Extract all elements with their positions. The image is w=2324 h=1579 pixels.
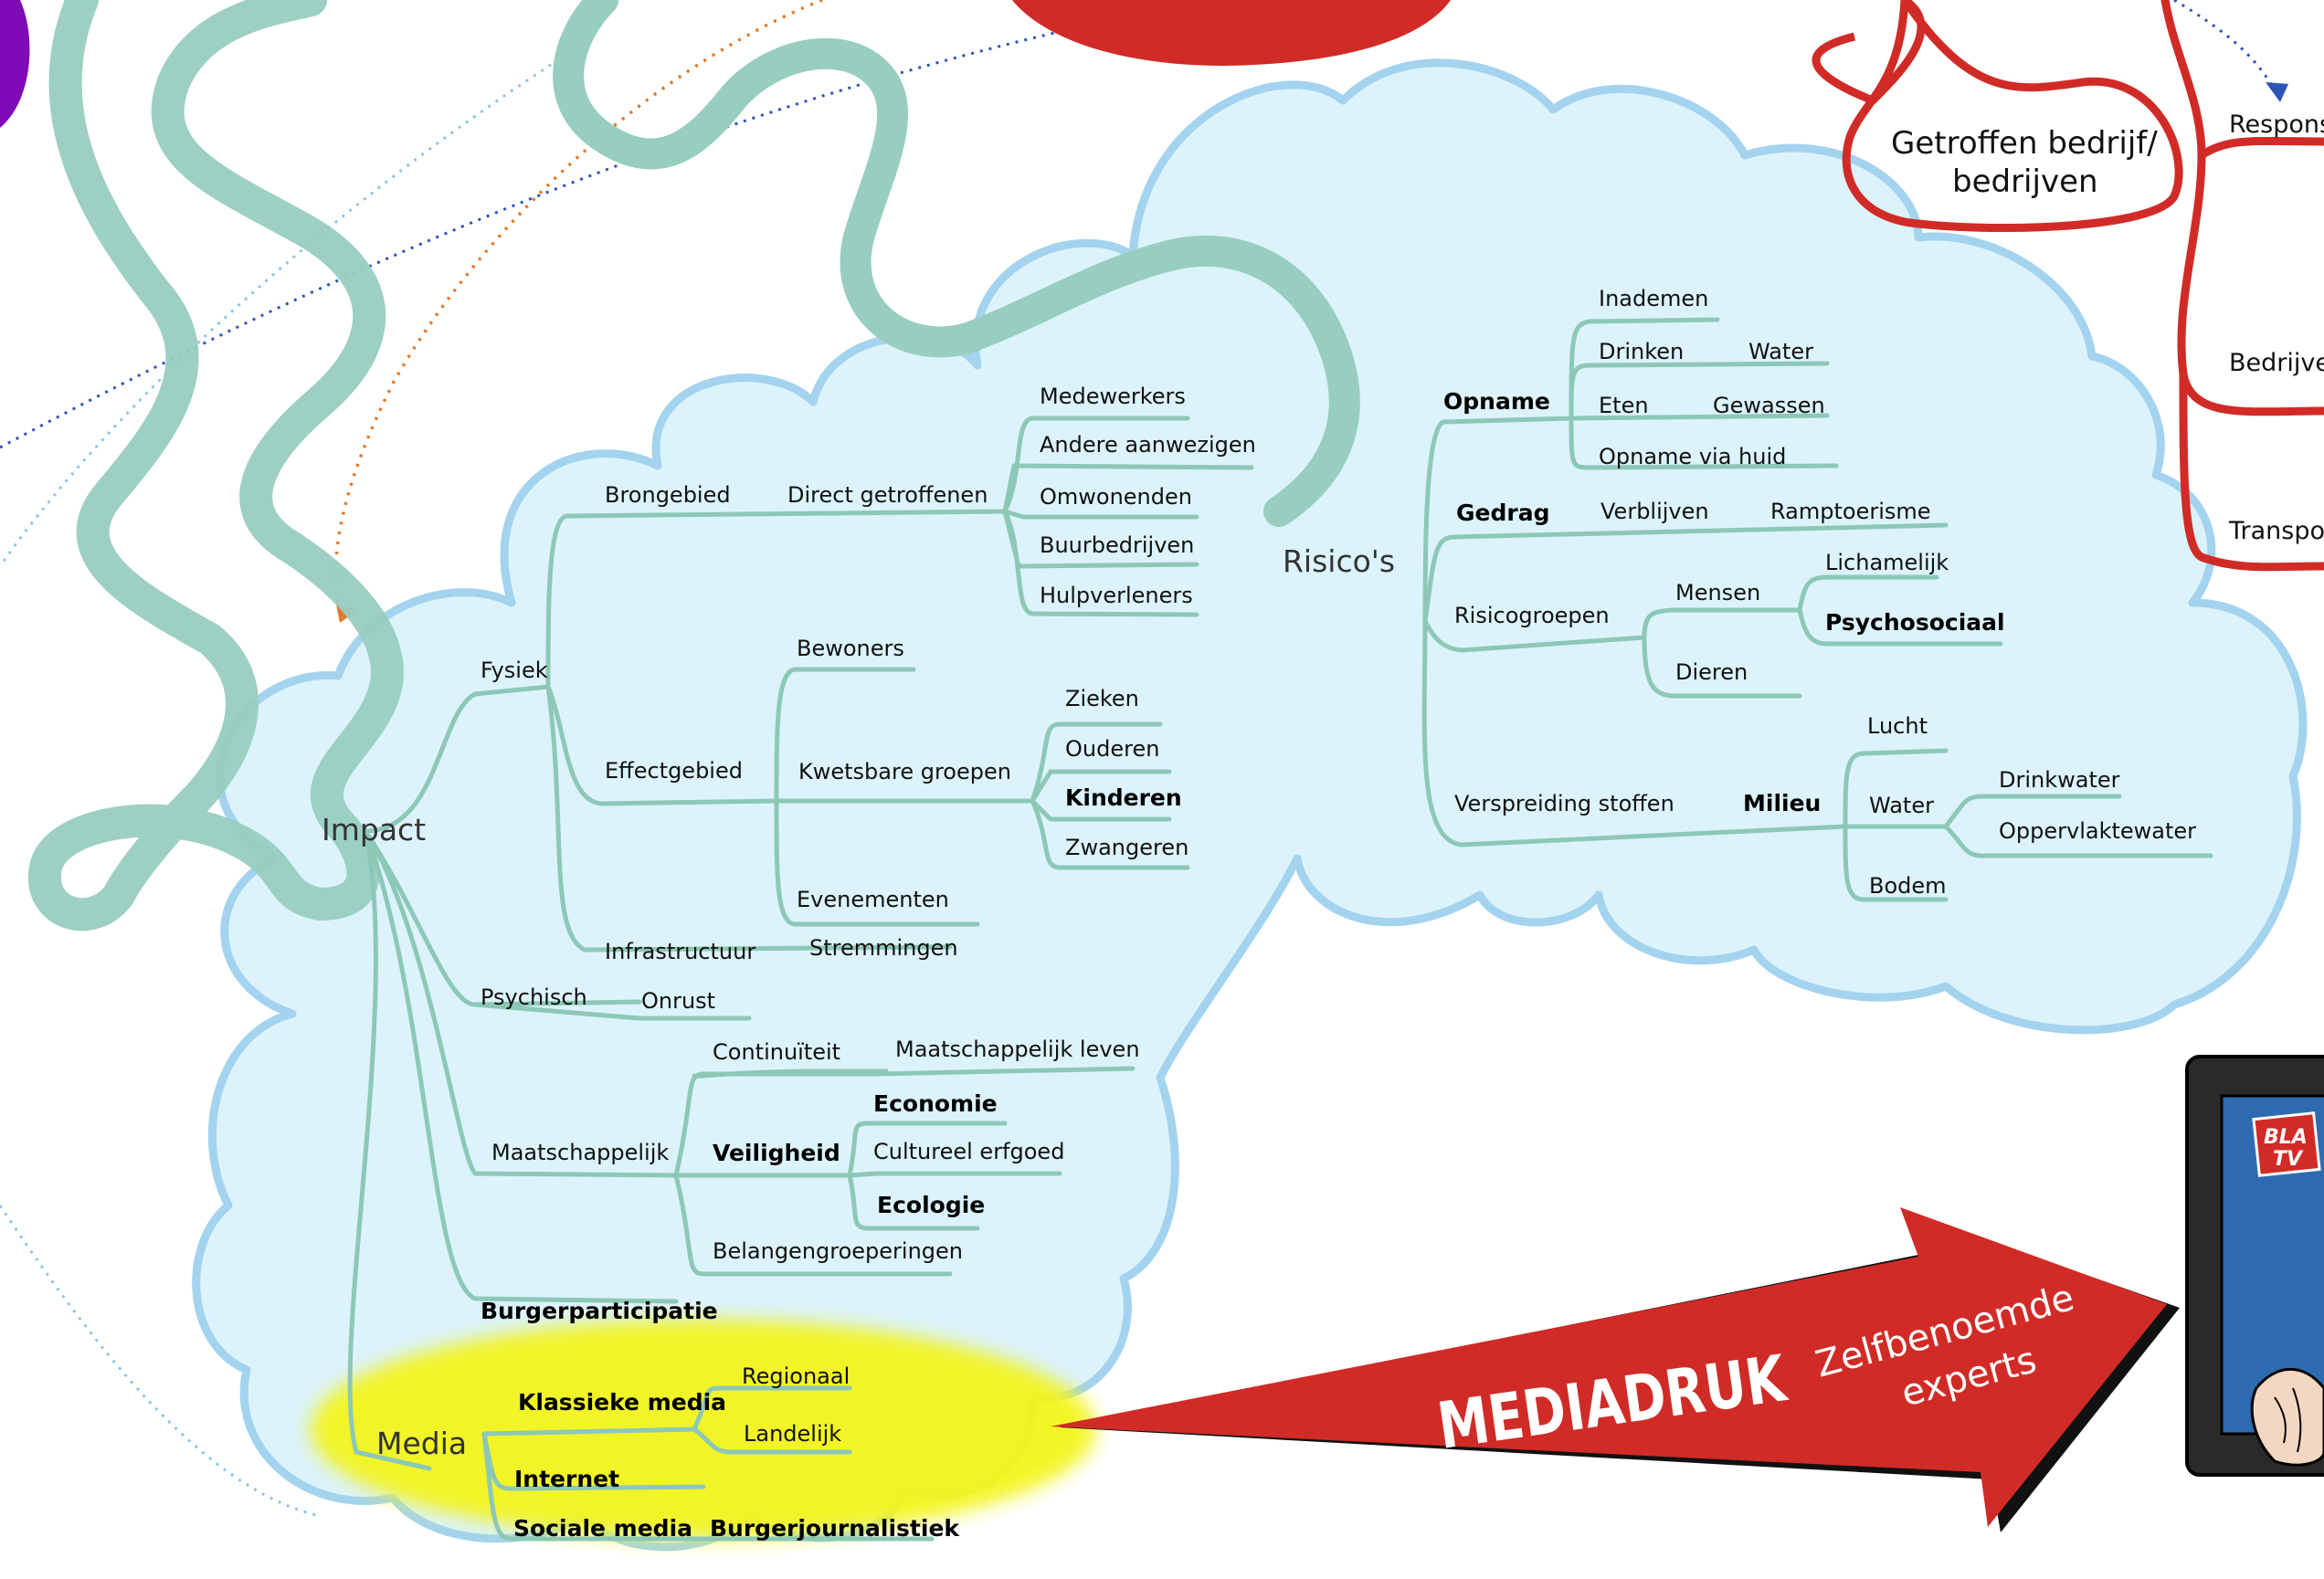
node-lucht: Lucht [1867, 713, 1928, 739]
node-klassieke-media: Klassieke media [518, 1389, 726, 1416]
node-cultureel-erfgoed: Cultureel erfgoed [873, 1139, 1064, 1164]
node-opname-via-huid: Opname via huid [1599, 444, 1786, 469]
node-water-milieu: Water [1869, 793, 1934, 818]
node-belangengroeperingen: Belangengroeperingen [713, 1238, 963, 1264]
node-hulpverleners: Hulpverleners [1040, 583, 1193, 608]
node-risicogroepen: Risicogroepen [1454, 603, 1610, 628]
node-mensen: Mensen [1675, 580, 1760, 605]
node-regionaal: Regionaal [742, 1363, 850, 1389]
hand-icon [2250, 1367, 2324, 1467]
blue-arrowhead-icon [2266, 82, 2288, 102]
node-continuiteit: Continuïteit [713, 1039, 840, 1065]
bla-tv-logo-icon: BLA TV [2252, 1111, 2321, 1177]
node-infrastructuur: Infrastructuur [605, 939, 755, 964]
risico-branches [1421, 317, 2213, 902]
node-ecologie: Ecologie [877, 1192, 985, 1218]
red-panel-item-transport: Transpo [2228, 517, 2324, 545]
node-maatschappelijk: Maatschappelijk [491, 1140, 669, 1165]
red-blob [1012, 0, 1451, 66]
red-panel-outline [1812, 0, 2183, 233]
tv-logo-line2: TV [2273, 1148, 2304, 1171]
node-bodem: Bodem [1869, 873, 1947, 899]
red-panel-item-respons: Respons [2229, 111, 2324, 139]
node-oppervlaktewater: Oppervlaktewater [1999, 818, 2196, 844]
node-buurbedrijven: Buurbedrijven [1040, 532, 1194, 558]
node-internet: Internet [514, 1466, 619, 1492]
node-landelijk: Landelijk [744, 1421, 841, 1447]
node-onrust: Onrust [641, 988, 715, 1014]
node-eten: Eten [1599, 393, 1649, 418]
red-panel-title-line2: bedrijven [1952, 163, 2098, 200]
node-verspreiding-stoffen: Verspreiding stoffen [1454, 791, 1674, 816]
node-impact: Impact [322, 812, 426, 847]
node-economie: Economie [873, 1090, 998, 1117]
node-bewoners: Bewoners [797, 636, 904, 661]
dotted-connector-blue-right [2173, 0, 2276, 92]
node-risicos: Risico's [1283, 543, 1395, 579]
node-direct-getroffenen: Direct getroffenen [787, 482, 988, 508]
purple-blob [0, 0, 30, 128]
mediadruk-arrow-body [1051, 1207, 2167, 1527]
node-water-drinken: Water [1748, 339, 1813, 364]
node-zwangeren: Zwangeren [1065, 835, 1188, 860]
node-ouderen: Ouderen [1065, 736, 1159, 762]
green-snake-top [553, 0, 1360, 527]
red-panel: Getroffen bedrijf/ bedrijven Respons Bed… [1812, 0, 2324, 572]
media-highlight [311, 1320, 1096, 1539]
red-panel-item-bedrijven: Bedrijver [2229, 349, 2324, 377]
node-inademen: Inademen [1599, 286, 1708, 311]
node-ramptoerisme: Ramptoerisme [1770, 499, 1931, 524]
node-zieken: Zieken [1065, 686, 1139, 711]
node-andere-aanwezigen: Andere aanwezigen [1040, 432, 1256, 458]
node-lichamelijk: Lichamelijk [1825, 550, 1949, 575]
node-gewassen: Gewassen [1713, 393, 1825, 418]
tv-logo-line1: BLA [2264, 1126, 2308, 1149]
node-stremmingen: Stremmingen [809, 935, 958, 961]
impact-branches [347, 416, 1254, 1542]
green-snake [27, 0, 404, 932]
node-kwetsbare-groepen: Kwetsbare groepen [798, 759, 1011, 784]
node-effectgebied: Effectgebied [605, 758, 743, 784]
node-fysiek: Fysiek [481, 658, 548, 683]
red-panel-title-line1: Getroffen bedrijf/ [1891, 125, 2158, 162]
node-drinken: Drinken [1599, 339, 1684, 364]
node-milieu: Milieu [1743, 790, 1821, 816]
node-omwonenden: Omwonenden [1040, 484, 1192, 510]
node-veiligheid: Veiligheid [713, 1140, 840, 1166]
node-verblijven: Verblijven [1600, 499, 1709, 524]
dotted-connector-orange [333, 0, 823, 604]
node-evenementen: Evenementen [797, 887, 949, 912]
tv-icon: BLA TV [2185, 1055, 2324, 1477]
dotted-connector-lightblue-low [0, 1205, 321, 1518]
node-brongebied: Brongebied [605, 482, 731, 508]
node-dieren: Dieren [1675, 659, 1748, 685]
node-drinkwater: Drinkwater [1999, 767, 2120, 793]
mediadruk-arrow: MEDIADRUK Zelfbenoemde experts [1051, 1207, 2180, 1532]
node-gedrag: Gedrag [1456, 500, 1549, 526]
node-opname: Opname [1443, 388, 1550, 415]
node-burgerjournalistiek: Burgerjournalistiek [710, 1515, 960, 1542]
node-media: Media [376, 1426, 467, 1461]
node-sociale-media: Sociale media [513, 1515, 692, 1542]
node-maatschappelijk-leven: Maatschappelijk leven [895, 1037, 1140, 1062]
node-psychosociaal: Psychosociaal [1825, 609, 2005, 636]
node-burgerparticipatie: Burgerparticipatie [481, 1298, 718, 1324]
node-kinderen: Kinderen [1065, 784, 1182, 811]
node-medewerkers: Medewerkers [1040, 384, 1186, 409]
node-psychisch: Psychisch [481, 984, 587, 1010]
